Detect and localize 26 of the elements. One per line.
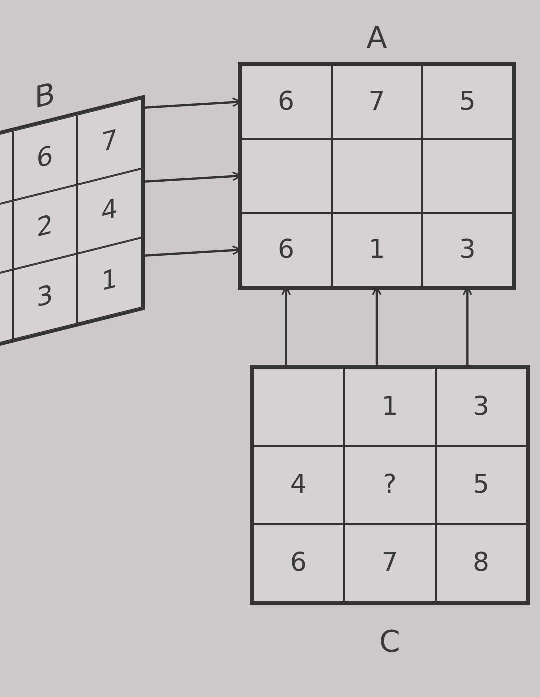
number-cell: 1	[77, 238, 142, 324]
empty-cell	[422, 139, 513, 213]
empty-cell	[253, 368, 344, 446]
empty-cell	[332, 139, 422, 213]
number-cell: 7	[344, 524, 436, 602]
number-cell: 7	[77, 98, 142, 185]
grid-label: C	[378, 625, 402, 660]
number-cell: 6	[241, 65, 332, 139]
number-cell: 5	[422, 65, 513, 139]
number-cell: 1	[332, 213, 422, 287]
number-cell: 4	[77, 168, 142, 254]
number-cell: ?	[344, 446, 436, 524]
number-cell: 3	[12, 254, 78, 340]
number-cell: 2	[12, 184, 78, 270]
number-cell: 3	[422, 213, 513, 287]
number-cell: 1	[344, 368, 436, 446]
number-cell: 6	[12, 114, 78, 201]
number-cell: 6	[241, 213, 332, 287]
grid-label: A	[366, 21, 388, 56]
number-cell: 7	[332, 65, 422, 139]
number-cell: 4	[253, 446, 344, 524]
number-cell: 5	[436, 446, 527, 524]
number-cell: 6	[253, 524, 344, 602]
empty-cell	[241, 139, 332, 213]
number-cell: 8	[436, 524, 527, 602]
number-cell: 3	[436, 368, 527, 446]
